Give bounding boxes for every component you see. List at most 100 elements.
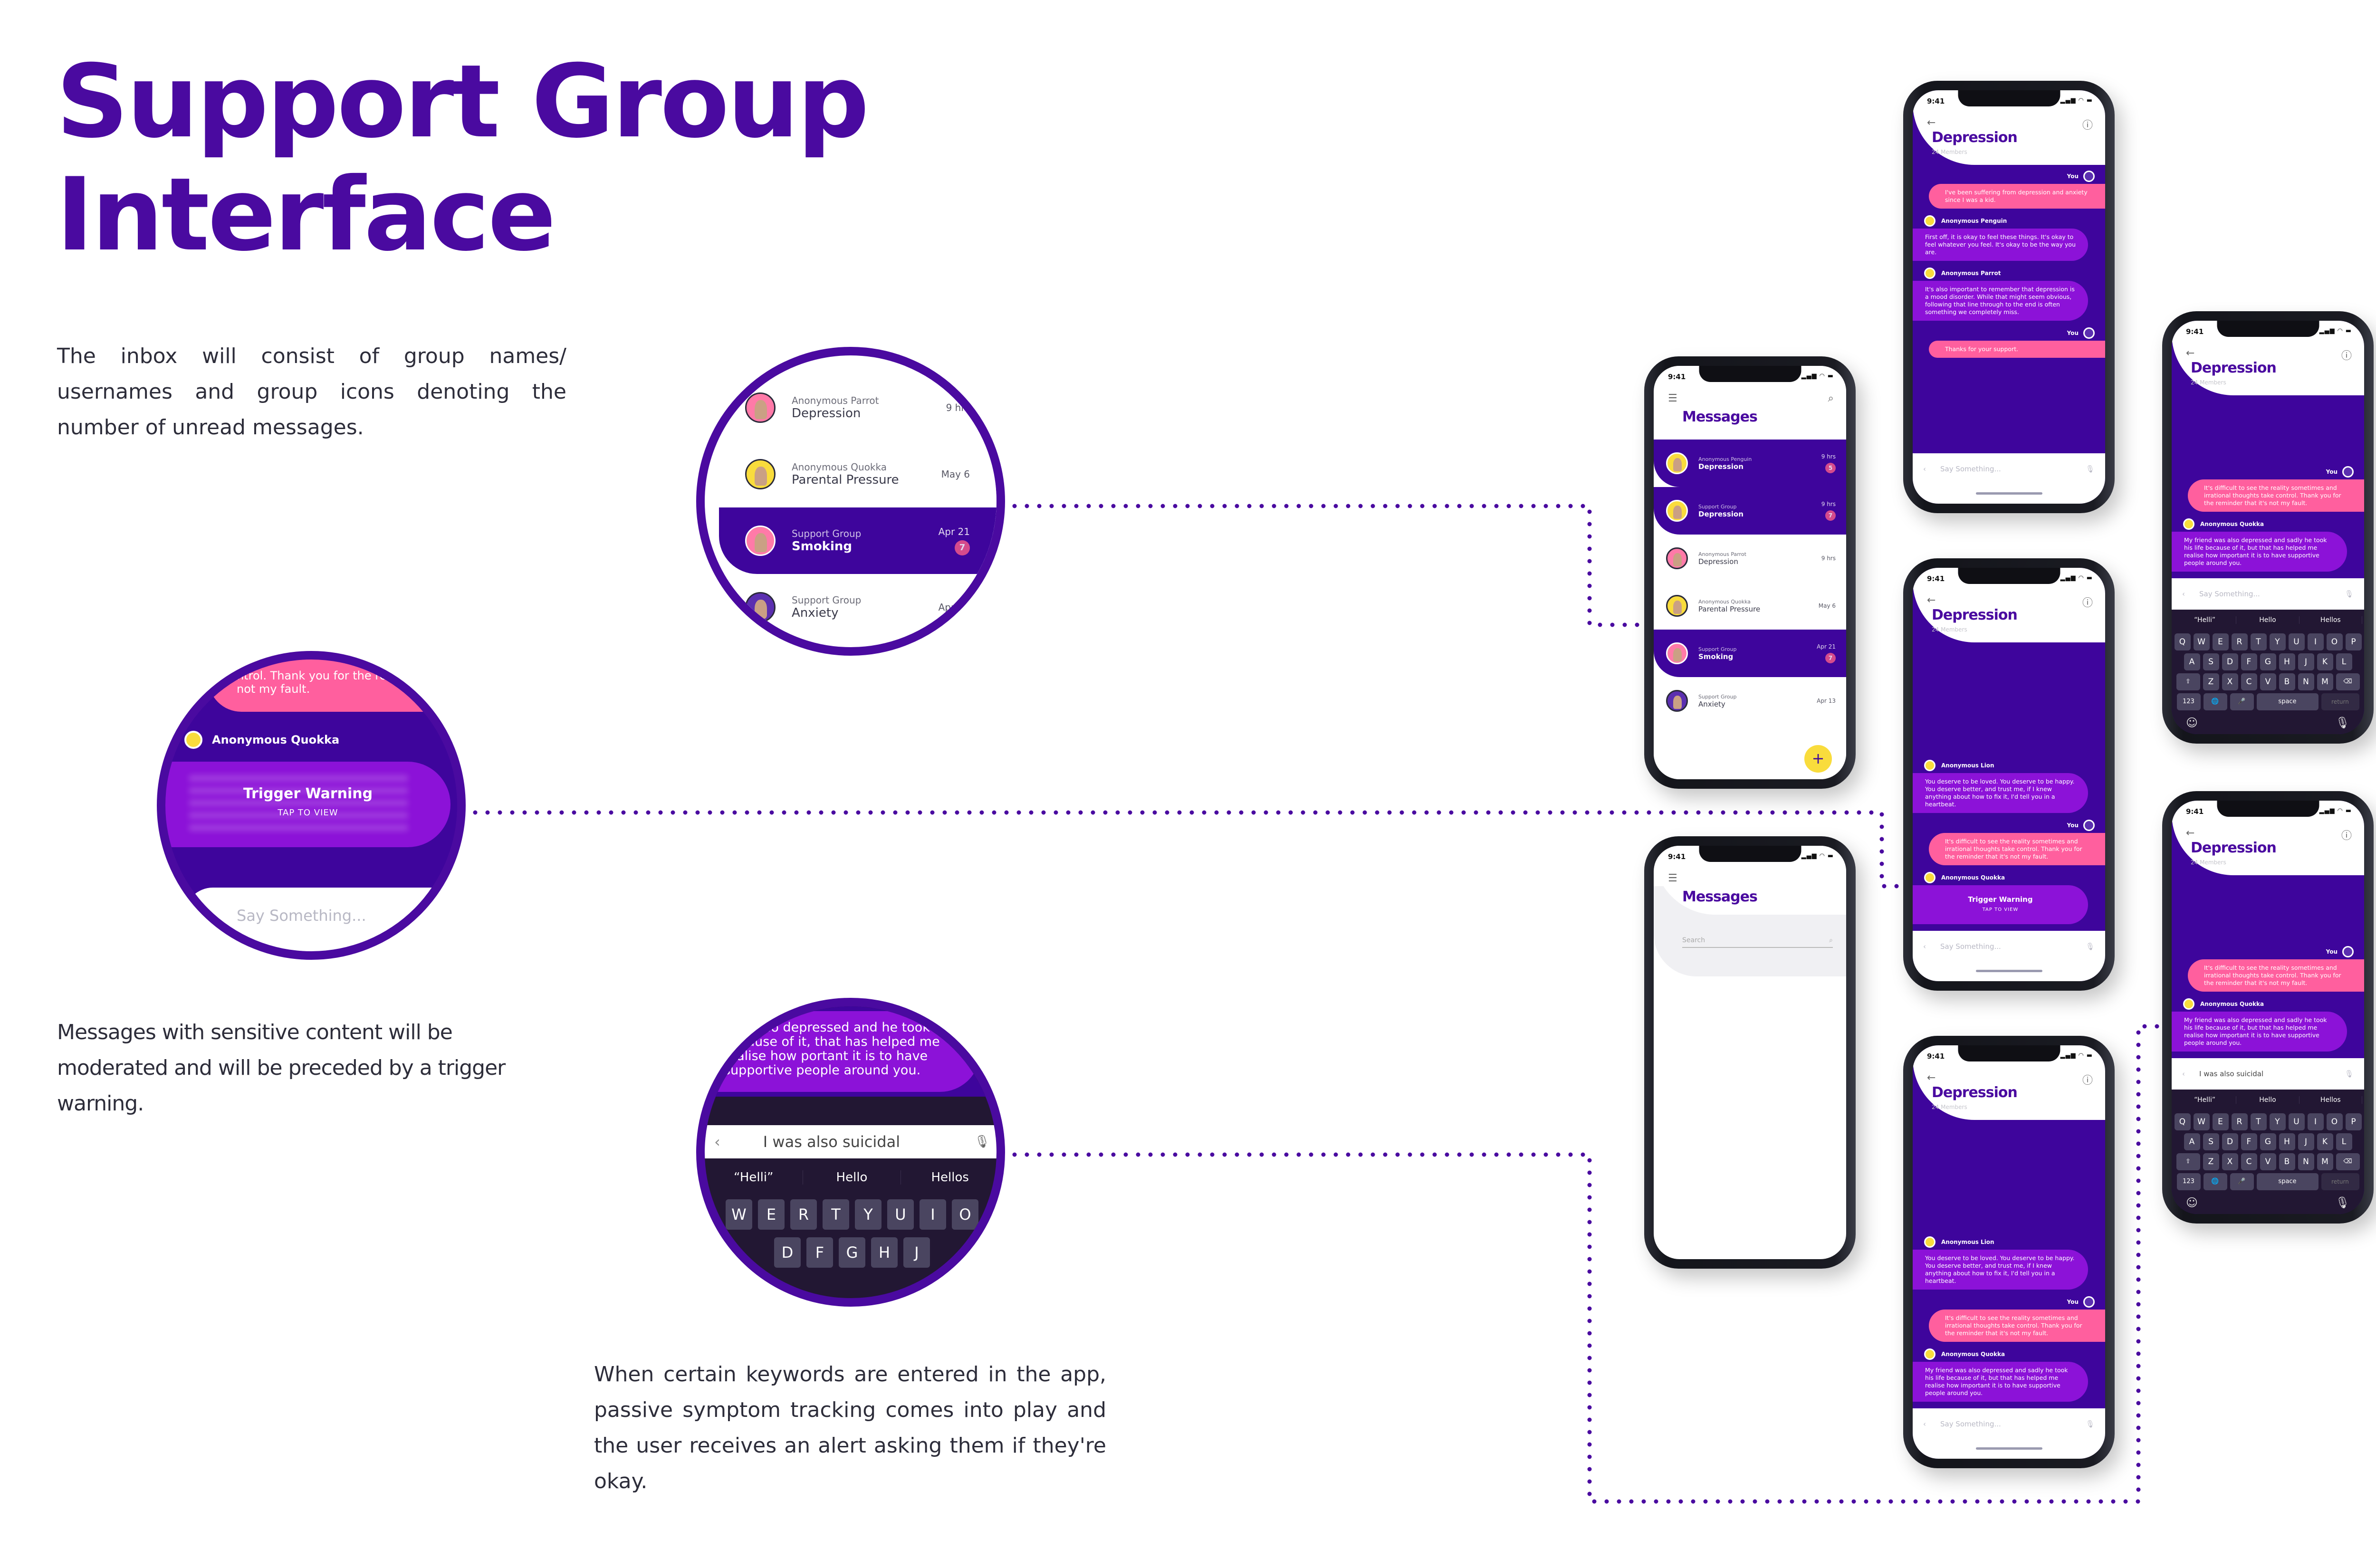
emoji-icon[interactable]: ☺ [2186, 1196, 2198, 1209]
back-arrow-icon[interactable]: ← [1927, 1072, 1936, 1084]
key-E[interactable]: E [758, 1199, 785, 1230]
key-Q[interactable]: Q [2174, 633, 2191, 650]
input-value[interactable]: I was also suicidal [2199, 1070, 2264, 1078]
key-return[interactable]: return [2321, 693, 2359, 710]
input-placeholder[interactable]: Say Something... [1940, 942, 2001, 951]
key-U[interactable]: U [2288, 1113, 2305, 1130]
back-chevron-icon[interactable]: ‹ [1923, 465, 1926, 473]
key-O[interactable]: O [2326, 1113, 2343, 1130]
search-placeholder[interactable]: Search [1682, 937, 1705, 944]
message-input[interactable]: ‹Say Something...🎙 [2172, 578, 2364, 610]
input-placeholder[interactable]: Say Something... [1940, 1420, 2001, 1428]
key-M[interactable]: M [2317, 1153, 2333, 1170]
key-E[interactable]: E [2212, 1113, 2229, 1130]
key-R[interactable]: R [2231, 633, 2248, 650]
key-G[interactable]: G [839, 1237, 865, 1268]
key-123[interactable]: 123 [2176, 1173, 2201, 1190]
back-arrow-icon[interactable]: ← [1927, 117, 1936, 129]
key-W[interactable]: W [2193, 633, 2210, 650]
message-input[interactable]: ‹I was also suicidal🎙 [2172, 1058, 2364, 1090]
key-G[interactable]: G [2260, 1133, 2276, 1150]
microphone-icon[interactable]: 🎙 [2085, 465, 2095, 473]
back-arrow-icon[interactable]: ← [2186, 827, 2195, 839]
trigger-warning-bubble[interactable]: Trigger Warning TAP TO VIEW [165, 762, 450, 847]
suggestion[interactable]: Hello [2236, 616, 2299, 624]
microphone-icon[interactable]: 🎙 [2085, 1420, 2095, 1428]
key-F[interactable]: F [806, 1237, 833, 1268]
back-chevron-icon[interactable]: ‹ [1923, 1420, 1926, 1428]
info-icon[interactable]: ⓘ [2082, 597, 2093, 609]
message-input[interactable]: Say Something... [184, 888, 457, 951]
key-U[interactable]: U [2288, 633, 2305, 650]
key-O[interactable]: O [952, 1199, 978, 1230]
key-A[interactable]: A [2184, 653, 2200, 670]
key-⌫[interactable]: ⌫ [2336, 673, 2360, 690]
key-W[interactable]: W [726, 1199, 752, 1230]
key-I[interactable]: I [2307, 633, 2324, 650]
key-U[interactable]: U [887, 1199, 914, 1230]
key-M[interactable]: M [2317, 673, 2333, 690]
input-placeholder[interactable]: Say Something... [2199, 590, 2260, 598]
microphone-icon[interactable]: 🎙 [2085, 942, 2095, 951]
key-J[interactable]: J [903, 1237, 930, 1268]
key-🌐[interactable]: 🌐 [2203, 1173, 2227, 1190]
key-T[interactable]: T [2250, 1113, 2267, 1130]
back-arrow-icon[interactable]: ← [1927, 594, 1936, 606]
microphone-icon[interactable]: 🎙 [2344, 1070, 2354, 1078]
key-X[interactable]: X [2222, 673, 2238, 690]
key-G[interactable]: G [2260, 653, 2276, 670]
input-placeholder[interactable]: Say Something... [1940, 465, 2001, 473]
key-space[interactable]: space [2256, 1173, 2319, 1190]
back-chevron-icon[interactable]: ‹ [1923, 942, 1926, 951]
key-T[interactable]: T [2250, 633, 2267, 650]
key-⇧[interactable]: ⇧ [2176, 673, 2200, 690]
key-L[interactable]: L [2336, 1133, 2352, 1150]
key-S[interactable]: S [2203, 1133, 2219, 1150]
key-🌐[interactable]: 🌐 [2203, 693, 2227, 710]
key-V[interactable]: V [2260, 673, 2276, 690]
message-input[interactable]: ‹ I was also suicidal 🎙 [705, 1125, 996, 1158]
back-chevron-icon[interactable]: ‹ [2182, 590, 2185, 598]
key-⇧[interactable]: ⇧ [2176, 1153, 2200, 1170]
microphone-icon[interactable]: 🎙 [974, 1135, 990, 1149]
key-return[interactable]: return [2321, 1173, 2359, 1190]
search-icon[interactable]: ⌕ [1829, 937, 1833, 944]
info-icon[interactable]: ⓘ [2082, 120, 2093, 132]
key-Z[interactable]: Z [2203, 673, 2219, 690]
key-P[interactable]: P [2345, 633, 2362, 650]
key-B[interactable]: B [2279, 1153, 2295, 1170]
back-arrow-icon[interactable]: ← [2186, 347, 2195, 359]
key-K[interactable]: K [2317, 1133, 2333, 1150]
message-input[interactable]: ‹ Say Something... 🎙 [1913, 453, 2105, 485]
key-P[interactable]: P [2345, 1113, 2362, 1130]
hamburger-menu-icon[interactable]: ☰ [1668, 872, 1677, 884]
input-value[interactable]: I was also suicidal [763, 1133, 901, 1151]
key-K[interactable]: K [2317, 653, 2333, 670]
suggestion[interactable]: Hello [803, 1170, 901, 1185]
message-input[interactable]: ‹ Say Something... 🎙 [1913, 931, 2105, 962]
info-icon[interactable]: ⓘ [2341, 830, 2352, 842]
key-Y[interactable]: Y [2269, 633, 2286, 650]
key-X[interactable]: X [2222, 1153, 2238, 1170]
dictation-microphone-icon[interactable]: 🎙 [2335, 1196, 2350, 1209]
suggestion[interactable]: “Helli” [2174, 1096, 2237, 1104]
key-Y[interactable]: Y [855, 1199, 881, 1230]
key-H[interactable]: H [2279, 1133, 2295, 1150]
key-R[interactable]: R [790, 1199, 817, 1230]
key-J[interactable]: J [2298, 653, 2314, 670]
key-L[interactable]: L [2336, 653, 2352, 670]
suggestion[interactable]: Hellos [2299, 616, 2362, 624]
key-I[interactable]: I [920, 1199, 946, 1230]
key-A[interactable]: A [2184, 1133, 2200, 1150]
key-W[interactable]: W [2193, 1113, 2210, 1130]
key-D[interactable]: D [2222, 1133, 2238, 1150]
key-H[interactable]: H [2279, 653, 2295, 670]
